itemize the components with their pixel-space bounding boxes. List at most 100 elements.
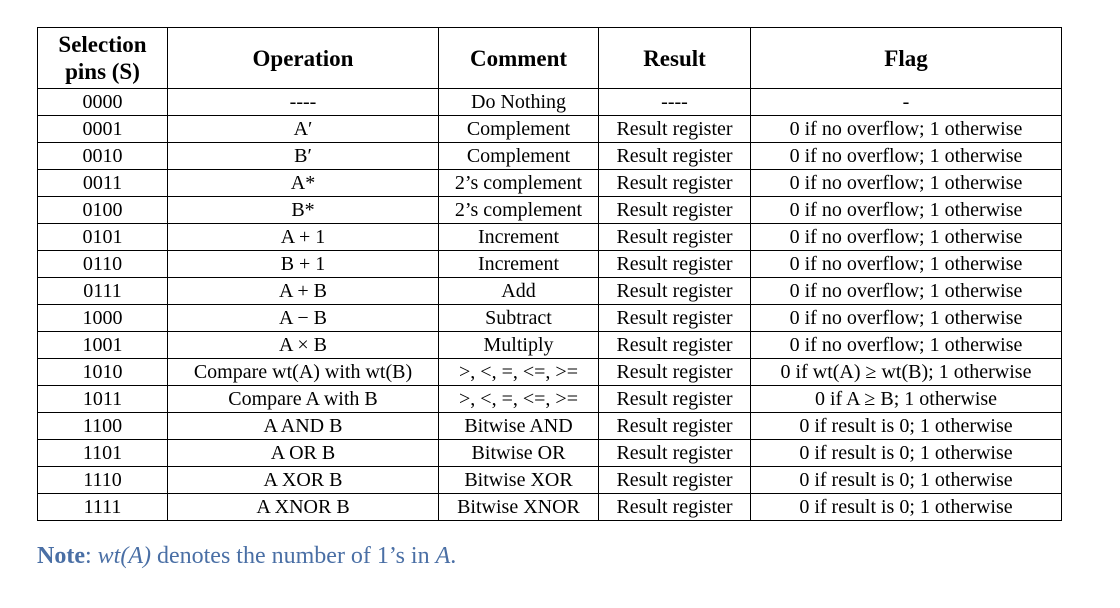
header-comment: Comment [438,27,599,89]
cell-selection-pins: 1111 [37,493,168,521]
cell-operation: A XNOR B [167,493,439,521]
cell-flag: - [750,88,1062,116]
cell-operation: B + 1 [167,250,439,278]
note-separator: : [84,543,98,569]
cell-result: Result register [598,250,751,278]
cell-flag: 0 if no overflow; 1 otherwise [750,115,1062,143]
cell-selection-pins: 0011 [37,169,168,197]
cell-result: Result register [598,169,751,197]
cell-flag: 0 if A ≥ B; 1 otherwise [750,385,1062,413]
cell-flag: 0 if no overflow; 1 otherwise [750,196,1062,224]
cell-flag: 0 if no overflow; 1 otherwise [750,277,1062,305]
cell-comment: >, <, =, <=, >= [438,385,599,413]
note-subject: A [435,543,451,569]
cell-selection-pins: 1010 [37,358,168,386]
cell-flag: 0 if no overflow; 1 otherwise [750,250,1062,278]
cell-result: Result register [598,412,751,440]
header-selection-pins: Selection pins (S) [37,27,168,89]
cell-selection-pins: 1101 [37,439,168,467]
cell-result: Result register [598,493,751,521]
cell-selection-pins: 1100 [37,412,168,440]
cell-comment: >, <, =, <=, >= [438,358,599,386]
cell-result: Result register [598,223,751,251]
cell-operation: A × B [167,331,439,359]
cell-comment: Bitwise OR [438,439,599,467]
cell-selection-pins: 0100 [37,196,168,224]
header-selection-line1: Selection [58,32,147,57]
cell-comment: Bitwise XOR [438,466,599,494]
cell-result: Result register [598,358,751,386]
cell-selection-pins: 0001 [37,115,168,143]
note-term: wt(A) [97,543,151,569]
cell-flag: 0 if result is 0; 1 otherwise [750,412,1062,440]
cell-result: Result register [598,142,751,170]
header-flag: Flag [750,27,1062,89]
cell-operation: A − B [167,304,439,332]
cell-operation: ---- [167,88,439,116]
note-end: . [450,543,457,569]
cell-selection-pins: 0111 [37,277,168,305]
cell-comment: 2’s complement [438,169,599,197]
cell-flag: 0 if result is 0; 1 otherwise [750,439,1062,467]
cell-operation: B′ [167,142,439,170]
cell-operation: A OR B [167,439,439,467]
cell-selection-pins: 0010 [37,142,168,170]
cell-flag: 0 if no overflow; 1 otherwise [750,331,1062,359]
note-label: Note [37,543,85,569]
header-selection-line2: pins (S) [65,59,140,84]
table-header: Selection pins (S) Operation Comment Res… [37,27,1062,89]
cell-comment: Multiply [438,331,599,359]
cell-comment: Complement [438,115,599,143]
cell-comment: Complement [438,142,599,170]
cell-comment: Increment [438,250,599,278]
cell-operation: A + B [167,277,439,305]
cell-flag: 0 if no overflow; 1 otherwise [750,169,1062,197]
cell-comment: Bitwise AND [438,412,599,440]
cell-comment: Bitwise XNOR [438,493,599,521]
cell-result: Result register [598,439,751,467]
header-operation: Operation [167,27,439,89]
cell-operation: A + 1 [167,223,439,251]
footnote: Note: wt(A) denotes the number of 1’s in… [37,543,456,570]
cell-comment: 2’s complement [438,196,599,224]
cell-comment: Add [438,277,599,305]
cell-flag: 0 if result is 0; 1 otherwise [750,493,1062,521]
cell-operation: B* [167,196,439,224]
note-text: denotes the number of 1’s in [150,543,436,569]
cell-result: Result register [598,277,751,305]
cell-result: Result register [598,196,751,224]
cell-selection-pins: 0110 [37,250,168,278]
alu-operations-table: Selection pins (S) Operation Comment Res… [37,27,1062,521]
cell-comment: Subtract [438,304,599,332]
cell-comment: Do Nothing [438,88,599,116]
cell-selection-pins: 1001 [37,331,168,359]
cell-flag: 0 if no overflow; 1 otherwise [750,223,1062,251]
cell-flag: 0 if no overflow; 1 otherwise [750,142,1062,170]
cell-selection-pins: 0000 [37,88,168,116]
cell-selection-pins: 1110 [37,466,168,494]
cell-selection-pins: 0101 [37,223,168,251]
cell-result: Result register [598,466,751,494]
table-row: 0000----Do Nothing----- [37,88,1062,116]
cell-result: Result register [598,115,751,143]
cell-result: Result register [598,304,751,332]
cell-selection-pins: 1011 [37,385,168,413]
cell-operation: Compare wt(A) with wt(B) [167,358,439,386]
cell-result: ---- [598,88,751,116]
header-row: Selection pins (S) Operation Comment Res… [37,27,1062,89]
